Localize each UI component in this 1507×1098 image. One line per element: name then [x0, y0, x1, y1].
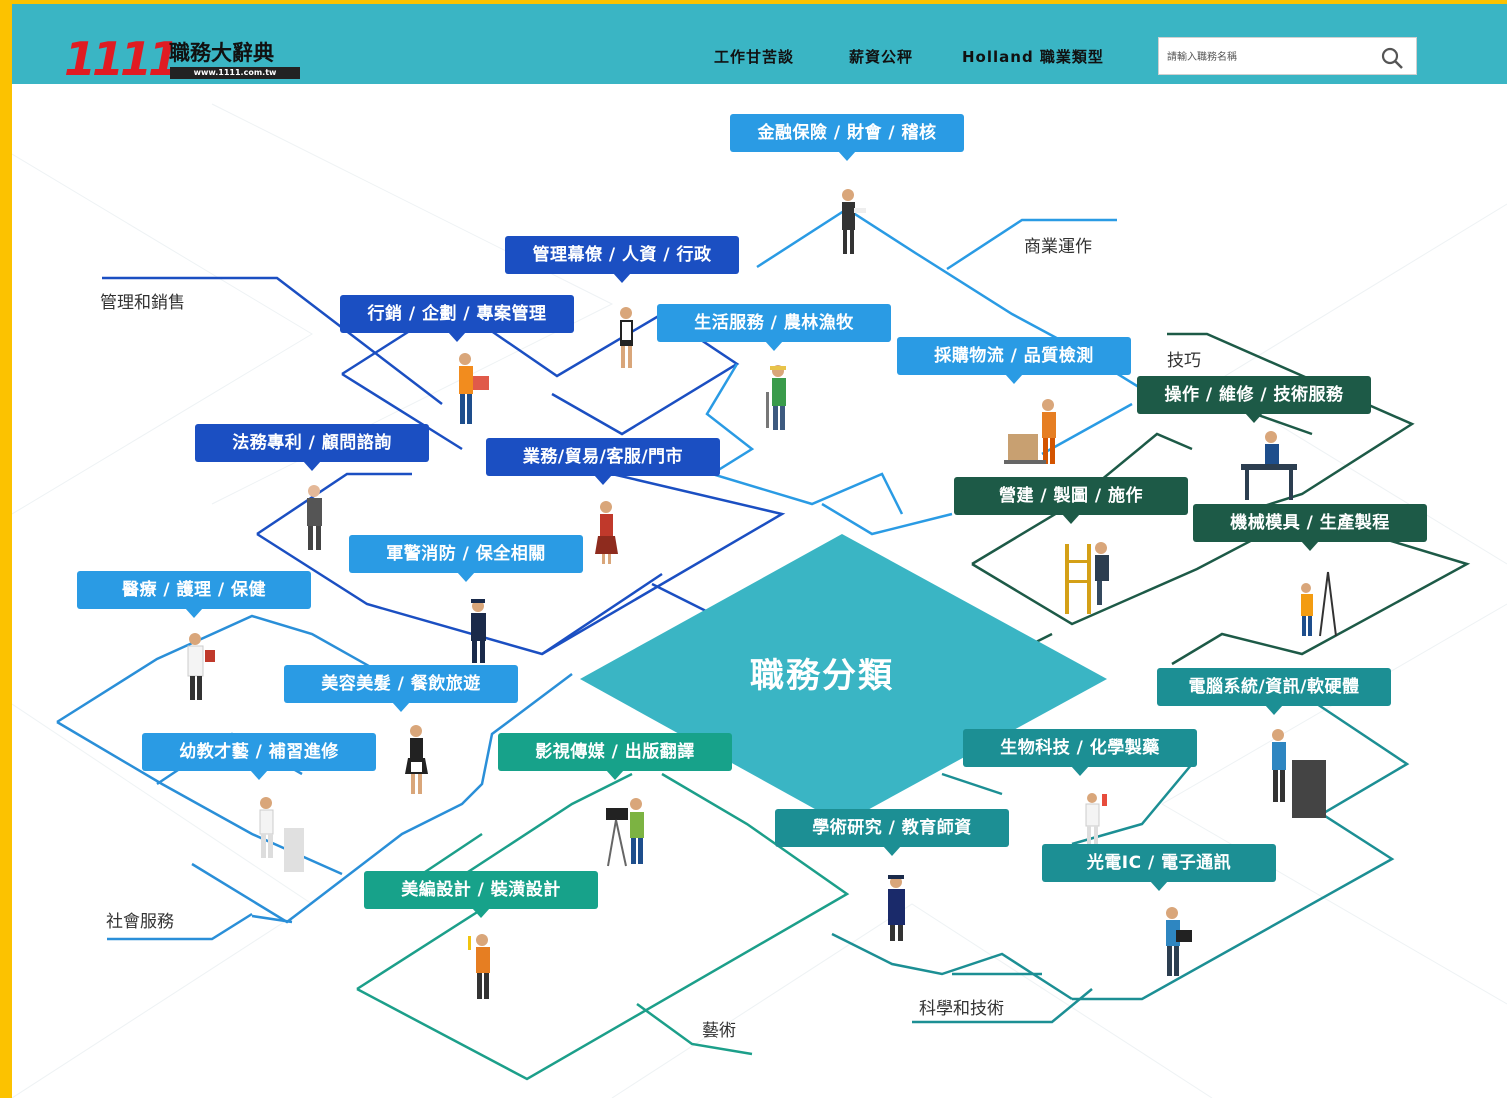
job-education-talent-label: 幼教才藝 / 補習進修	[179, 742, 339, 762]
job-map-canvas: 1111 職務大辭典 www.1111.com.tw 工作甘苦談 薪資公秤 Ho…	[12, 4, 1507, 1098]
search-input[interactable]	[1165, 44, 1369, 70]
cameraman-person-icon	[606, 798, 644, 867]
job-operation[interactable]: 操作 / 維修 / 技術服務	[1137, 376, 1371, 423]
finance-person-icon	[842, 189, 866, 254]
job-admin[interactable]: 管理幕僚 / 人資 / 行政	[505, 236, 739, 283]
job-sales-label: 業務/貿易/客服/門市	[522, 447, 684, 467]
job-biotech-label: 生物科技 / 化學製藥	[1000, 738, 1160, 758]
job-life-service-label: 生活服務 / 農林漁牧	[694, 313, 854, 333]
job-media[interactable]: 影視傳媒 / 出版翻譯	[498, 733, 732, 780]
header-bar: 1111 職務大辭典 www.1111.com.tw 工作甘苦談 薪資公秤 Ho…	[12, 4, 1507, 84]
job-beauty[interactable]: 美容美髮 / 餐飲旅遊	[284, 665, 518, 712]
job-purchasing-label: 採購物流 / 品質檢測	[934, 346, 1094, 366]
logo-title[interactable]: 職務大辭典	[169, 40, 274, 65]
job-computer[interactable]: 電腦系統/資訊/軟硬體	[1157, 668, 1391, 715]
diamond-network	[12, 103, 1507, 1098]
job-construction-label: 營建 / 製圖 / 施作	[998, 486, 1144, 506]
job-life-service[interactable]: 生活服務 / 農林漁牧	[657, 304, 891, 351]
marketing-person-icon	[459, 353, 489, 424]
admin-person-icon	[620, 307, 633, 368]
job-media-label: 影視傳媒 / 出版翻譯	[535, 742, 695, 762]
job-optoelectronics[interactable]: 光電IC / 電子通訊	[1042, 844, 1276, 891]
job-machinery[interactable]: 機械模具 / 生產製程	[1193, 504, 1427, 551]
nav-link-holland[interactable]: Holland 職業類型	[962, 48, 1104, 66]
job-design-label: 美編設計 / 裝潢設計	[401, 880, 561, 900]
job-beauty-label: 美容美髮 / 餐飲旅遊	[321, 674, 481, 694]
job-admin-label: 管理幕僚 / 人資 / 行政	[532, 245, 712, 265]
search-box	[1158, 37, 1417, 75]
job-medical[interactable]: 醫療 / 護理 / 保健	[77, 571, 311, 618]
logistics-person-icon	[1004, 399, 1056, 464]
job-optoelectronics-label: 光電IC / 電子通訊	[1086, 853, 1232, 873]
waitress-person-icon	[405, 725, 428, 794]
sales-person-icon	[595, 501, 618, 564]
professor-person-icon	[888, 875, 905, 941]
machinery-person-icon	[1301, 571, 1337, 637]
doctor-person-icon	[187, 633, 215, 700]
job-finance-label: 金融保險 / 財會 / 稽核	[757, 123, 937, 143]
engineer-person-icon	[1272, 729, 1326, 818]
job-academic[interactable]: 學術研究 / 教育師資	[775, 809, 1009, 856]
farmer-person-icon	[766, 365, 786, 430]
job-legal-label: 法務專利 / 顧問諮詢	[232, 433, 392, 453]
job-biotech[interactable]: 生物科技 / 化學製藥	[963, 729, 1197, 776]
job-police-label: 軍警消防 / 保全相關	[386, 544, 546, 564]
job-medical-label: 醫療 / 護理 / 保健	[121, 580, 267, 600]
scientist-person-icon	[1085, 793, 1107, 844]
construction-person-icon	[1065, 542, 1109, 614]
police-person-icon	[471, 599, 486, 663]
job-operation-label: 操作 / 維修 / 技術服務	[1164, 385, 1344, 405]
job-education-talent[interactable]: 幼教才藝 / 補習進修	[142, 733, 376, 780]
job-sales[interactable]: 業務/貿易/客服/門市	[486, 438, 720, 485]
job-police[interactable]: 軍警消防 / 保全相關	[349, 535, 583, 582]
center-label[interactable]: 職務分類	[750, 656, 894, 696]
job-legal[interactable]: 法務專利 / 顧問諮詢	[195, 424, 429, 471]
job-finance[interactable]: 金融保險 / 財會 / 稽核	[730, 114, 964, 161]
job-machinery-label: 機械模具 / 生產製程	[1230, 513, 1390, 533]
job-academic-label: 學術研究 / 教育師資	[812, 818, 972, 838]
group-arts[interactable]: 藝術	[702, 1021, 736, 1041]
group-skill[interactable]: 技巧	[1167, 351, 1201, 371]
job-marketing-label: 行銷 / 企劃 / 專案管理	[367, 304, 547, 324]
group-social-service[interactable]: 社會服務	[106, 912, 174, 932]
logo-number[interactable]: 1111	[64, 32, 180, 86]
teacher-person-icon	[259, 797, 304, 872]
group-business-ops[interactable]: 商業運作	[1024, 237, 1092, 257]
job-design[interactable]: 美編設計 / 裝潢設計	[364, 871, 598, 918]
job-purchasing[interactable]: 採購物流 / 品質檢測	[897, 337, 1131, 384]
job-construction[interactable]: 營建 / 製圖 / 施作	[954, 477, 1188, 524]
logo-url: www.1111.com.tw	[170, 67, 300, 79]
designer-person-icon	[468, 934, 490, 999]
electronics-person-icon	[1166, 907, 1192, 976]
nav-link-salary[interactable]: 薪資公秤	[849, 48, 914, 66]
group-science-tech[interactable]: 科學和技術	[919, 999, 1004, 1019]
legal-person-icon	[307, 485, 322, 550]
group-management-sales[interactable]: 管理和銷售	[100, 293, 185, 313]
job-marketing[interactable]: 行銷 / 企劃 / 專案管理	[340, 295, 574, 342]
job-computer-label: 電腦系統/資訊/軟硬體	[1188, 677, 1360, 697]
search-icon[interactable]	[1380, 46, 1404, 70]
technician-person-icon	[1241, 431, 1297, 500]
nav-link-work-stories[interactable]: 工作甘苦談	[714, 48, 795, 66]
